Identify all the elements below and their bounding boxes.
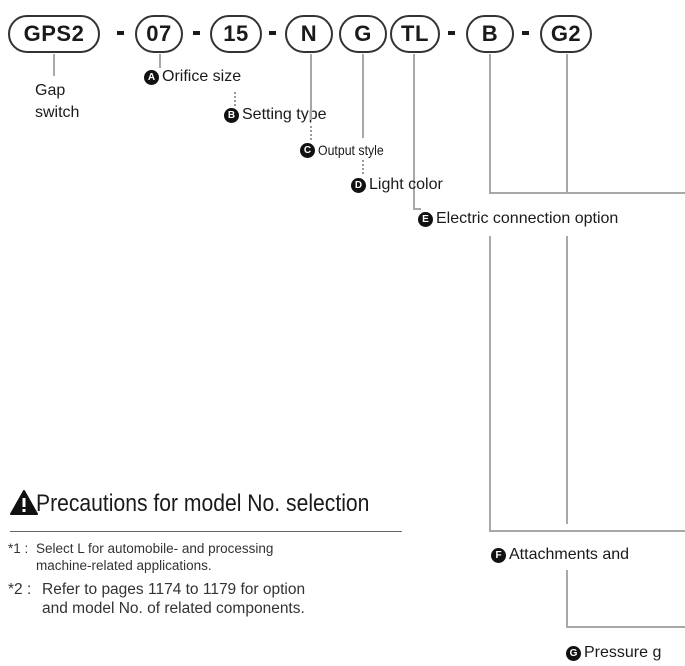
leader-line-g-down bbox=[566, 236, 568, 524]
leader-line-series bbox=[53, 54, 55, 76]
model-segment-setting-type: N bbox=[285, 15, 333, 53]
gap-switch-label: Gap switch bbox=[35, 82, 80, 121]
leader-line-d bbox=[362, 160, 364, 174]
note-number: *2 : bbox=[8, 581, 32, 598]
warning-icon bbox=[10, 490, 38, 515]
separator-dash bbox=[269, 31, 276, 35]
badge-a-icon: A bbox=[144, 69, 159, 85]
leader-bar-g bbox=[566, 626, 685, 628]
precautions-title: Precautions for model No. selection bbox=[36, 490, 370, 517]
model-segment-orifice: 07 bbox=[135, 15, 183, 53]
model-segment-setting: 15 bbox=[210, 15, 262, 53]
separator-dash bbox=[448, 31, 455, 35]
leader-line-setting bbox=[310, 54, 312, 120]
leader-bar-connection bbox=[489, 192, 685, 194]
code-f-label: F Attachments and bbox=[491, 546, 629, 564]
leader-bar-f bbox=[489, 530, 685, 532]
badge-b-icon: B bbox=[224, 107, 239, 123]
model-segment-series: GPS2 bbox=[8, 15, 100, 53]
code-e-label: E Electric connection option bbox=[418, 210, 618, 228]
leader-line-a bbox=[159, 54, 161, 68]
leader-line-output bbox=[362, 54, 364, 138]
note-text: Select L for automobile- and processing … bbox=[36, 541, 274, 573]
note-text: Refer to pages 1174 to 1179 for option a… bbox=[42, 581, 306, 617]
leader-line-f-down bbox=[566, 570, 568, 628]
precaution-note-2: *2 : Refer to pages 1174 to 1179 for opt… bbox=[8, 580, 308, 620]
precautions-divider bbox=[10, 531, 402, 532]
badge-c-icon: C bbox=[300, 142, 315, 158]
leader-line-c bbox=[310, 126, 312, 140]
separator-dash bbox=[522, 31, 529, 35]
badge-g-icon: G bbox=[566, 645, 581, 661]
separator-dash bbox=[117, 31, 124, 35]
code-g-label: G Pressure g bbox=[566, 644, 661, 662]
code-d-label: D Light color bbox=[351, 176, 443, 194]
model-segment-light: TL bbox=[390, 15, 440, 53]
precaution-note-1: *1 : Select L for automobile- and proces… bbox=[8, 540, 308, 576]
leader-bar-light bbox=[413, 208, 421, 210]
badge-f-icon: F bbox=[491, 547, 506, 563]
badge-e-icon: E bbox=[418, 211, 433, 227]
leader-line-connection bbox=[489, 54, 491, 194]
badge-d-icon: D bbox=[351, 177, 366, 193]
note-number: *1 : bbox=[8, 541, 29, 556]
code-c-label: C Output style bbox=[300, 142, 393, 158]
code-a-label: A Orifice size bbox=[144, 68, 241, 86]
leader-line-e-down bbox=[489, 236, 491, 532]
leader-line-b bbox=[234, 92, 236, 106]
leader-line-light bbox=[413, 54, 415, 210]
separator-dash bbox=[193, 31, 200, 35]
model-segment-attachments: G2 bbox=[540, 15, 592, 53]
leader-line-attachments bbox=[566, 54, 568, 194]
code-b-label: B Setting type bbox=[224, 106, 327, 124]
model-segment-output: G bbox=[339, 15, 387, 53]
model-segment-connection: B bbox=[466, 15, 514, 53]
